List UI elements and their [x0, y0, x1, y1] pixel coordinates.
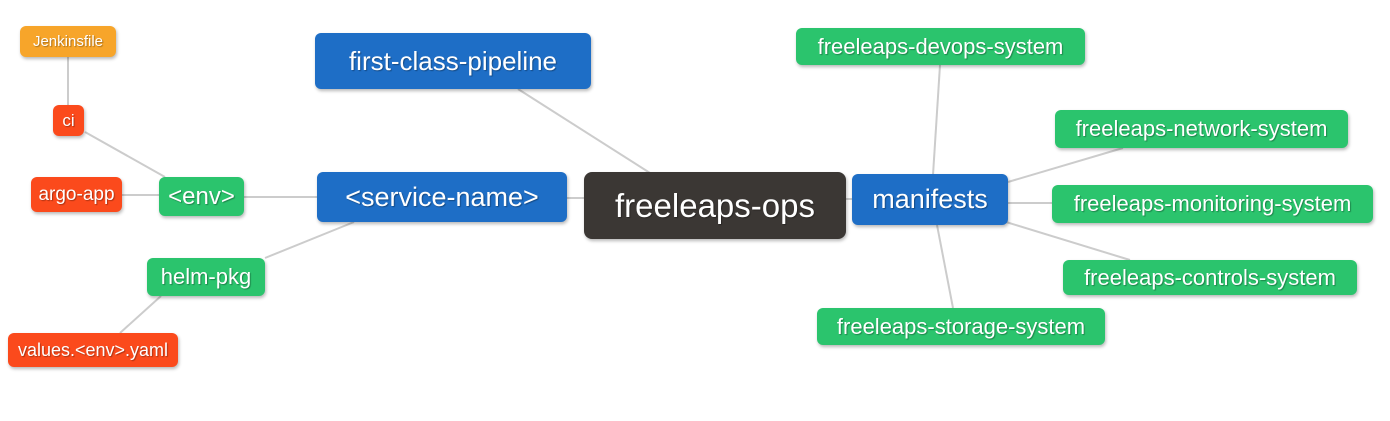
node-argo-app[interactable]: argo-app — [31, 177, 122, 212]
node-env[interactable]: <env> — [159, 177, 244, 216]
node-freeleaps-storage-system[interactable]: freeleaps-storage-system — [817, 308, 1105, 345]
edge-service_name-to-helm_pkg — [264, 221, 355, 259]
edge-manifests-to-network_system — [1007, 147, 1124, 183]
edge-ci-to-env — [84, 131, 166, 178]
node-freeleaps-monitoring-system[interactable]: freeleaps-monitoring-system — [1052, 185, 1373, 223]
edge-manifests-to-devops_system — [932, 64, 941, 176]
node-service-name[interactable]: <service-name> — [317, 172, 567, 222]
edge-first_class_pipeline-to-freeleaps_ops — [517, 88, 651, 174]
node-ci[interactable]: ci — [53, 105, 84, 136]
node-freeleaps-network-system[interactable]: freeleaps-network-system — [1055, 110, 1348, 148]
node-freeleaps-devops-system[interactable]: freeleaps-devops-system — [796, 28, 1085, 65]
edge-manifests-to-storage_system — [936, 224, 954, 309]
node-freeleaps-controls-system[interactable]: freeleaps-controls-system — [1063, 260, 1357, 295]
node-freeleaps-ops-root[interactable]: freeleaps-ops — [584, 172, 846, 239]
node-jenkinsfile[interactable]: Jenkinsfile — [20, 26, 116, 57]
node-helm-pkg[interactable]: helm-pkg — [147, 258, 265, 296]
node-first-class-pipeline[interactable]: first-class-pipeline — [315, 33, 591, 89]
edge-helm_pkg-to-values_env_yaml — [119, 295, 162, 334]
edge-manifests-to-controls_system — [1005, 221, 1131, 261]
node-values-env-yaml[interactable]: values.<env>.yaml — [8, 333, 178, 367]
node-manifests[interactable]: manifests — [852, 174, 1008, 225]
